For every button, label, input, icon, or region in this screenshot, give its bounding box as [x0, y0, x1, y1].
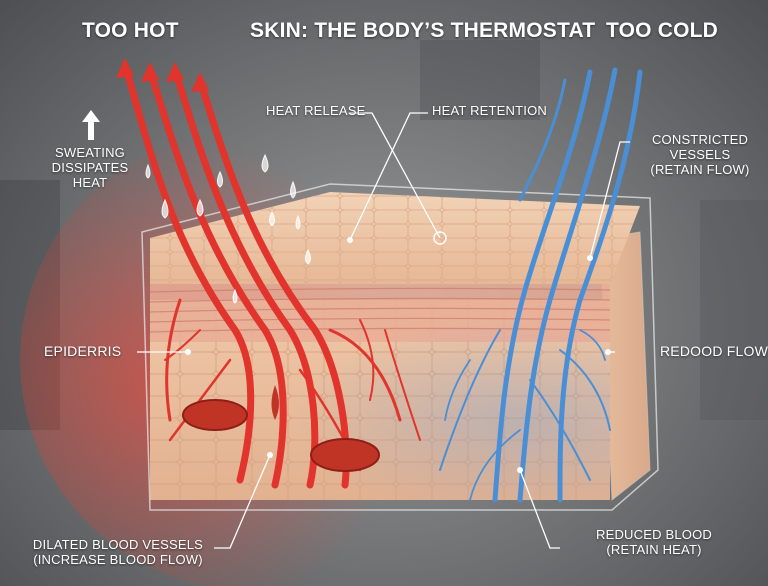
dilated-line-1: DILATED BLOOD VESSELS	[22, 538, 214, 553]
reduced-line-2: (RETAIN HEAT)	[594, 543, 714, 558]
sweating-line-2: DISSIPATES HEAT	[35, 161, 145, 191]
heat-release-label: HEAT RELEASE	[266, 104, 365, 119]
page-title: SKIN: THE BODY’S THERMOSTAT	[250, 19, 595, 43]
too-hot-heading: TOO HOT	[82, 19, 179, 43]
reduced-blood-label: REDUCED BLOOD (RETAIN HEAT)	[594, 528, 714, 558]
dilated-vessels-label: DILATED BLOOD VESSELS (INCREASE BLOOD FL…	[22, 538, 214, 568]
dilated-line-2: (INCREASE BLOOD FLOW)	[22, 553, 214, 568]
heat-retention-label: HEAT RETENTION	[432, 104, 547, 119]
redood-flow-label: REDOOD FLOW	[660, 343, 768, 359]
constricted-line-1: CONSTRICTED VESSELS	[632, 133, 768, 163]
epidermis-label: EPIDERRIS	[44, 343, 121, 359]
constricted-line-2: (RETAIN FLOW)	[632, 163, 768, 178]
sweating-label: SWEATING DISSIPATES HEAT	[35, 146, 145, 191]
too-cold-heading: TOO COLD	[606, 19, 718, 43]
sweating-line-1: SWEATING	[35, 146, 145, 161]
reduced-line-1: REDUCED BLOOD	[594, 528, 714, 543]
constricted-vessels-label: CONSTRICTED VESSELS (RETAIN FLOW)	[632, 133, 768, 178]
arrow-up-icon	[82, 110, 100, 140]
